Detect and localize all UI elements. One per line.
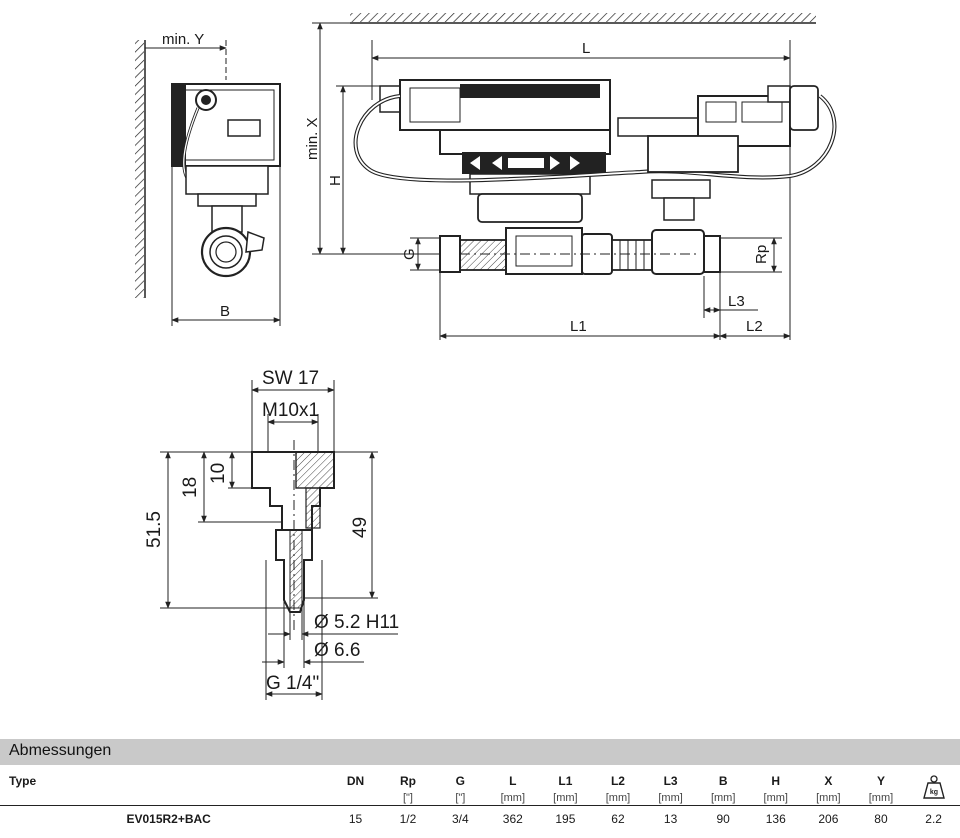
cell-x: 206 (802, 805, 855, 832)
cell-h: 136 (749, 805, 803, 832)
unit-b: [mm] (710, 792, 736, 804)
unit-dn (329, 791, 381, 806)
col-type: Type (9, 774, 37, 788)
label-g14: G 1/4" (266, 673, 319, 694)
front-view: min. X H L (304, 13, 837, 340)
section-header: Abmessungen (0, 739, 960, 765)
col-l1: L1 (558, 774, 573, 788)
label-min-x: min. X (304, 117, 321, 160)
unit-l: [mm] (500, 792, 526, 804)
label-l: L (582, 40, 590, 57)
cell-l: 362 (486, 805, 540, 832)
unit-g: ["] (455, 792, 466, 804)
label-18: 18 (180, 477, 201, 498)
col-l3: L3 (663, 774, 678, 788)
technical-drawing: min. Y B min. X H (135, 13, 837, 700)
cell-l3: 13 (644, 805, 697, 832)
label-10: 10 (208, 463, 229, 484)
label-l3: L3 (728, 293, 745, 310)
side-view: min. Y B (135, 31, 281, 326)
label-b: B (220, 303, 230, 320)
col-g: G (455, 774, 465, 788)
cell-type: EV015R2+BAC (0, 805, 330, 832)
svg-text:kg: kg (930, 789, 938, 796)
label-rp: Rp (753, 245, 770, 264)
table-header-row: Type DN Rp G L L1 L2 L3 B H X Y kg (0, 771, 960, 799)
table-row: EV015R2+BAC 15 1/2 3/4 362 195 62 13 90 … (0, 805, 960, 832)
label-dia: Ø 6.6 (314, 640, 360, 661)
cell-dn: 15 (329, 805, 382, 832)
unit-y: [mm] (868, 792, 894, 804)
col-b: B (718, 774, 728, 788)
col-dn: DN (346, 774, 365, 788)
label-g: G (401, 248, 418, 260)
col-l: L (509, 774, 517, 788)
label-l2: L2 (746, 318, 763, 335)
cell-l2: 62 (591, 805, 645, 832)
unit-h: [mm] (763, 792, 788, 804)
label-bore: Ø 5.2 H11 (314, 612, 399, 633)
label-49: 49 (350, 517, 371, 538)
unit-type (0, 791, 329, 806)
label-515: 51.5 (144, 511, 165, 548)
unit-l2: [mm] (605, 792, 631, 804)
cell-rp: 1/2 (381, 805, 435, 832)
cell-weight: 2.2 (907, 805, 960, 832)
cell-y: 80 (854, 805, 908, 832)
unit-rp: ["] (402, 792, 413, 804)
label-min-y: min. Y (162, 31, 204, 48)
cell-b: 90 (696, 805, 750, 832)
cell-l1: 195 (539, 805, 592, 832)
ceiling-hatch (350, 13, 816, 22)
section-title: Abmessungen (9, 742, 112, 759)
col-x: X (824, 774, 833, 788)
label-h: H (327, 175, 344, 186)
col-weight: kg (907, 771, 960, 806)
col-l2: L2 (610, 774, 625, 788)
cell-g: 3/4 (434, 805, 487, 832)
unit-l3: [mm] (658, 792, 683, 804)
table-unit-row: ["] ["] [mm] [mm] [mm] [mm] [mm] [mm] [m… (0, 791, 960, 806)
unit-l1: [mm] (553, 792, 578, 804)
wall-hatch (135, 40, 144, 298)
label-thread: M10x1 (262, 400, 319, 421)
col-h: H (771, 774, 781, 788)
unit-x: [mm] (816, 792, 841, 804)
dimensions-table: Type DN Rp G L L1 L2 L3 B H X Y kg ["] (0, 771, 960, 832)
weight-kg-icon: kg (922, 774, 945, 799)
label-l1: L1 (570, 318, 587, 335)
sleeve-detail: SW 17 M10x1 18 10 51.5 49 (144, 368, 399, 700)
col-rp: Rp (399, 774, 416, 788)
label-sw: SW 17 (262, 368, 319, 389)
col-y: Y (876, 774, 885, 788)
